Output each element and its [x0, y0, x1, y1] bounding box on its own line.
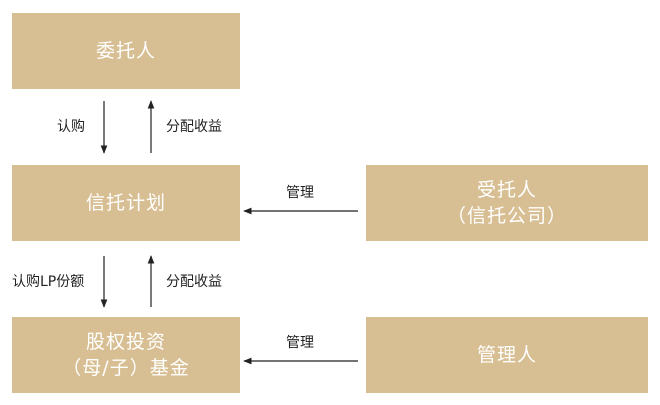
trust-plan-label: 信托计划: [85, 192, 166, 214]
edge-label-distribute-bottom: 分配收益: [166, 274, 222, 290]
equity-fund-box: 股权投资 （母/子）基金: [12, 317, 240, 393]
entrustor-label: 委托人: [95, 40, 156, 62]
manager-box: 管理人: [366, 317, 648, 393]
edge-label-manage-fund: 管理: [286, 335, 314, 351]
edge-label-subscribe-lp: 认购LP份额: [12, 274, 85, 290]
equity-fund-label-line1: 股权投资: [85, 331, 166, 353]
equity-fund-label-line2: （母/子）基金: [62, 357, 190, 379]
trustee-label-line1: 受托人: [476, 179, 537, 201]
trustee-box: 受托人 （信托公司）: [366, 165, 648, 241]
entrustor-box: 委托人: [12, 13, 240, 89]
edge-label-subscribe-top: 认购: [57, 119, 85, 135]
manager-label: 管理人: [476, 344, 537, 366]
trustee-label-line2: （信托公司）: [446, 205, 567, 227]
edge-label-manage-trust: 管理: [286, 185, 314, 201]
trust-plan-box: 信托计划: [12, 165, 240, 241]
edge-label-distribute-top: 分配收益: [166, 119, 222, 135]
